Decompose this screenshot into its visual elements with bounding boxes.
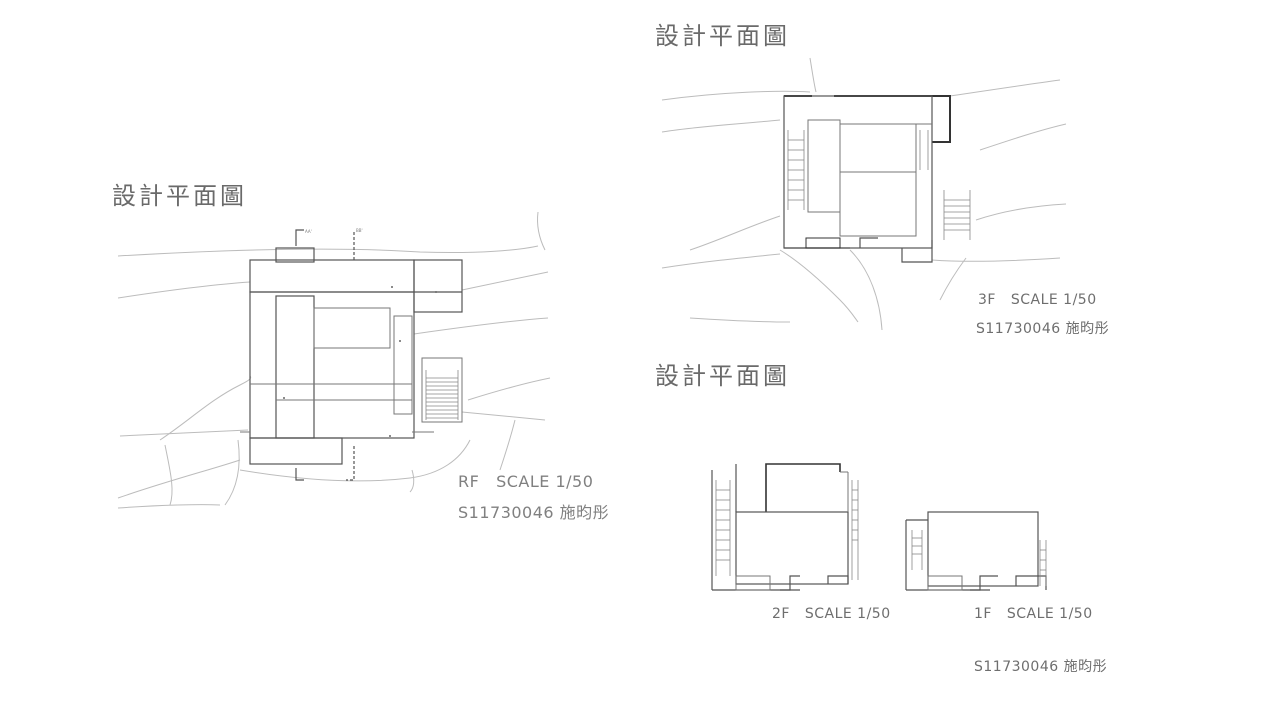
2f-floor-label: 2F SCALE 1/50 (772, 606, 891, 622)
1f-floor-label: 1F SCALE 1/50 (974, 606, 1093, 622)
bottom-author: S11730046 施昀彤 (974, 659, 1108, 675)
section-mark-a: AA' (305, 229, 312, 234)
1f-plan (905, 511, 1047, 591)
3f-author: S11730046 施昀彤 (976, 321, 1110, 337)
2f-plan (711, 463, 859, 591)
section-mark-b: BB' (356, 228, 363, 233)
rf-floor-label: RF SCALE 1/50 (458, 472, 593, 491)
3f-scale: SCALE 1/50 (1010, 292, 1097, 308)
3f-floor: 3F (978, 292, 996, 308)
rf-plan-title: 設計平面圖 (112, 182, 247, 210)
3f-plan (661, 57, 1067, 331)
rf-author: S11730046 施昀彤 (458, 503, 610, 522)
3f-floor-label: 3F SCALE 1/50 (978, 292, 1097, 308)
rf-scale: SCALE 1/50 (496, 472, 594, 491)
rf-plan: AA' BB' (117, 211, 551, 509)
2f-floor: 2F (772, 606, 790, 622)
1f-scale: SCALE 1/50 (1006, 606, 1093, 622)
1f-floor: 1F (974, 606, 992, 622)
3f-plan-title: 設計平面圖 (655, 22, 790, 50)
rf-floor: RF (458, 472, 480, 491)
2f-1f-plan-title: 設計平面圖 (655, 362, 790, 390)
2f-scale: SCALE 1/50 (804, 606, 891, 622)
